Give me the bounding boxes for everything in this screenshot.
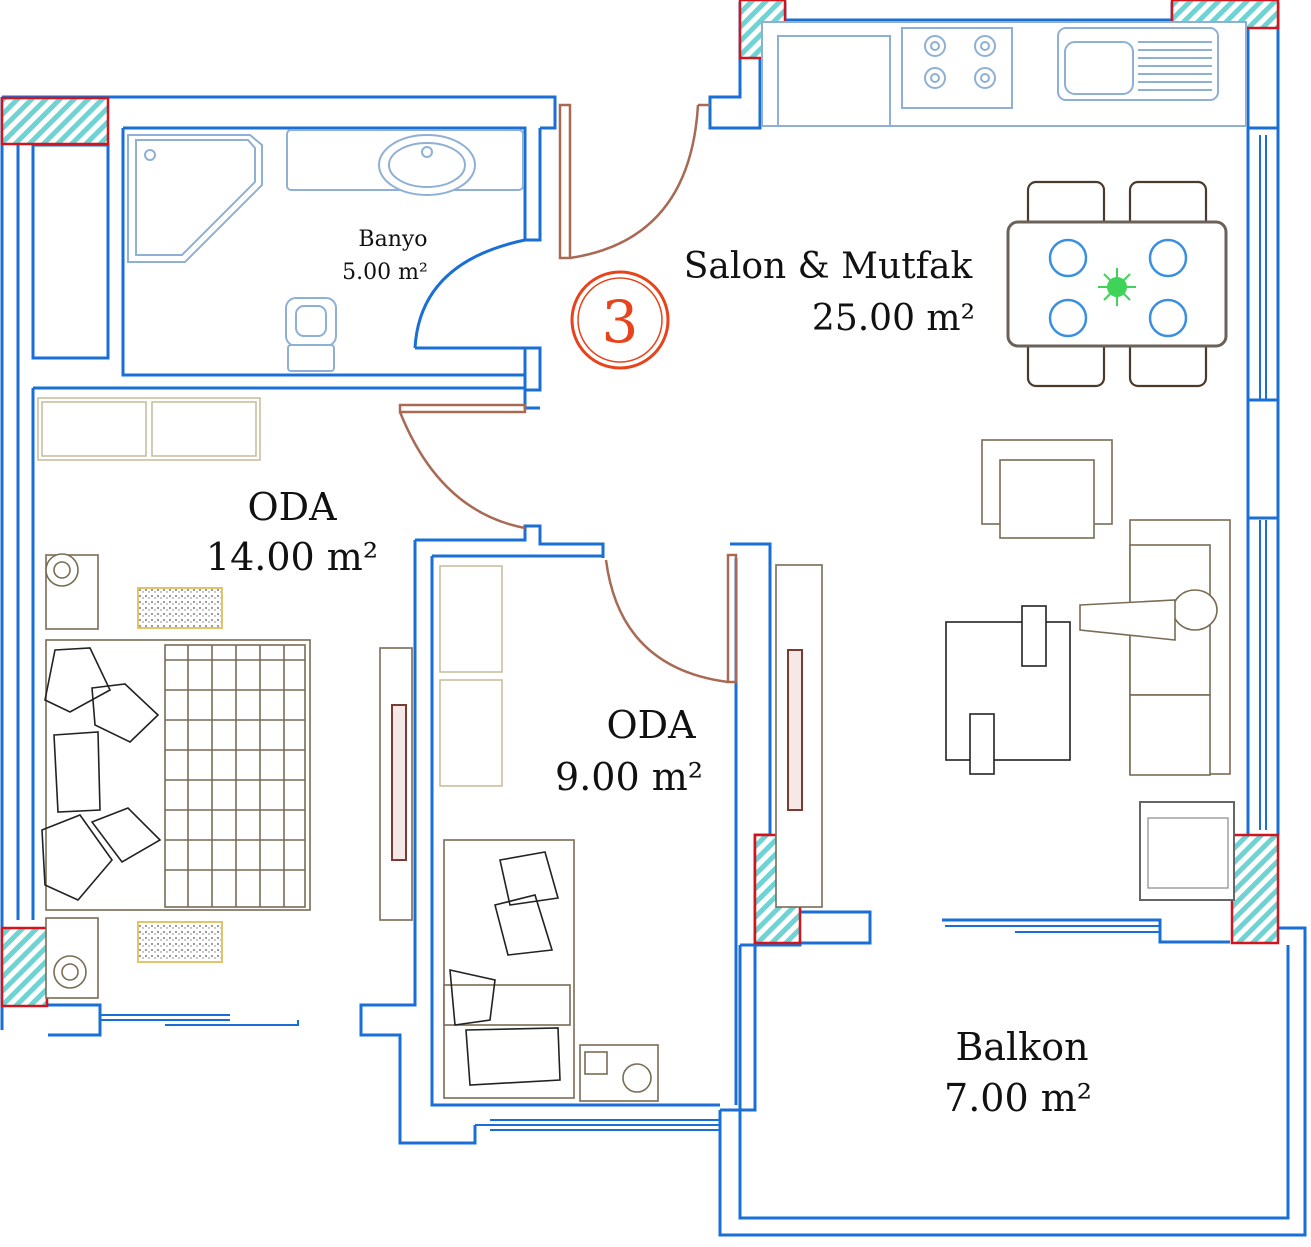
bedroom1-furniture <box>37 397 413 999</box>
room-name-oda2: ODA <box>606 703 696 747</box>
room-area-oda1: 14.00 m² <box>206 535 378 579</box>
column-right <box>1230 833 1280 945</box>
kitchen-counter <box>761 21 1247 127</box>
unit-number: 3 <box>602 288 639 356</box>
room-area-salon: 25.00 m² <box>812 298 975 339</box>
room-area-oda2: 9.00 m² <box>555 755 703 799</box>
room-name-salon: Salon & Mutfak <box>684 246 974 287</box>
room-area-banyo: 5.00 m² <box>342 260 428 285</box>
dining-table <box>1006 180 1228 388</box>
column-top-left <box>0 96 110 146</box>
doors <box>398 103 738 684</box>
living-furniture <box>945 439 1235 901</box>
room-name-balkon: Balkon <box>955 1025 1088 1069</box>
room-labels: Salon & Mutfak 25.00 m² Banyo 5.00 m² OD… <box>206 227 1092 1120</box>
bathroom-fixtures <box>127 129 524 372</box>
room-name-oda1: ODA <box>247 485 337 529</box>
room-name-banyo: Banyo <box>358 227 427 252</box>
column-bottom-left <box>0 926 49 1008</box>
room-area-balkon: 7.00 m² <box>944 1076 1092 1120</box>
bedroom2-furniture <box>439 564 823 1102</box>
unit-marker: 3 <box>570 270 670 370</box>
